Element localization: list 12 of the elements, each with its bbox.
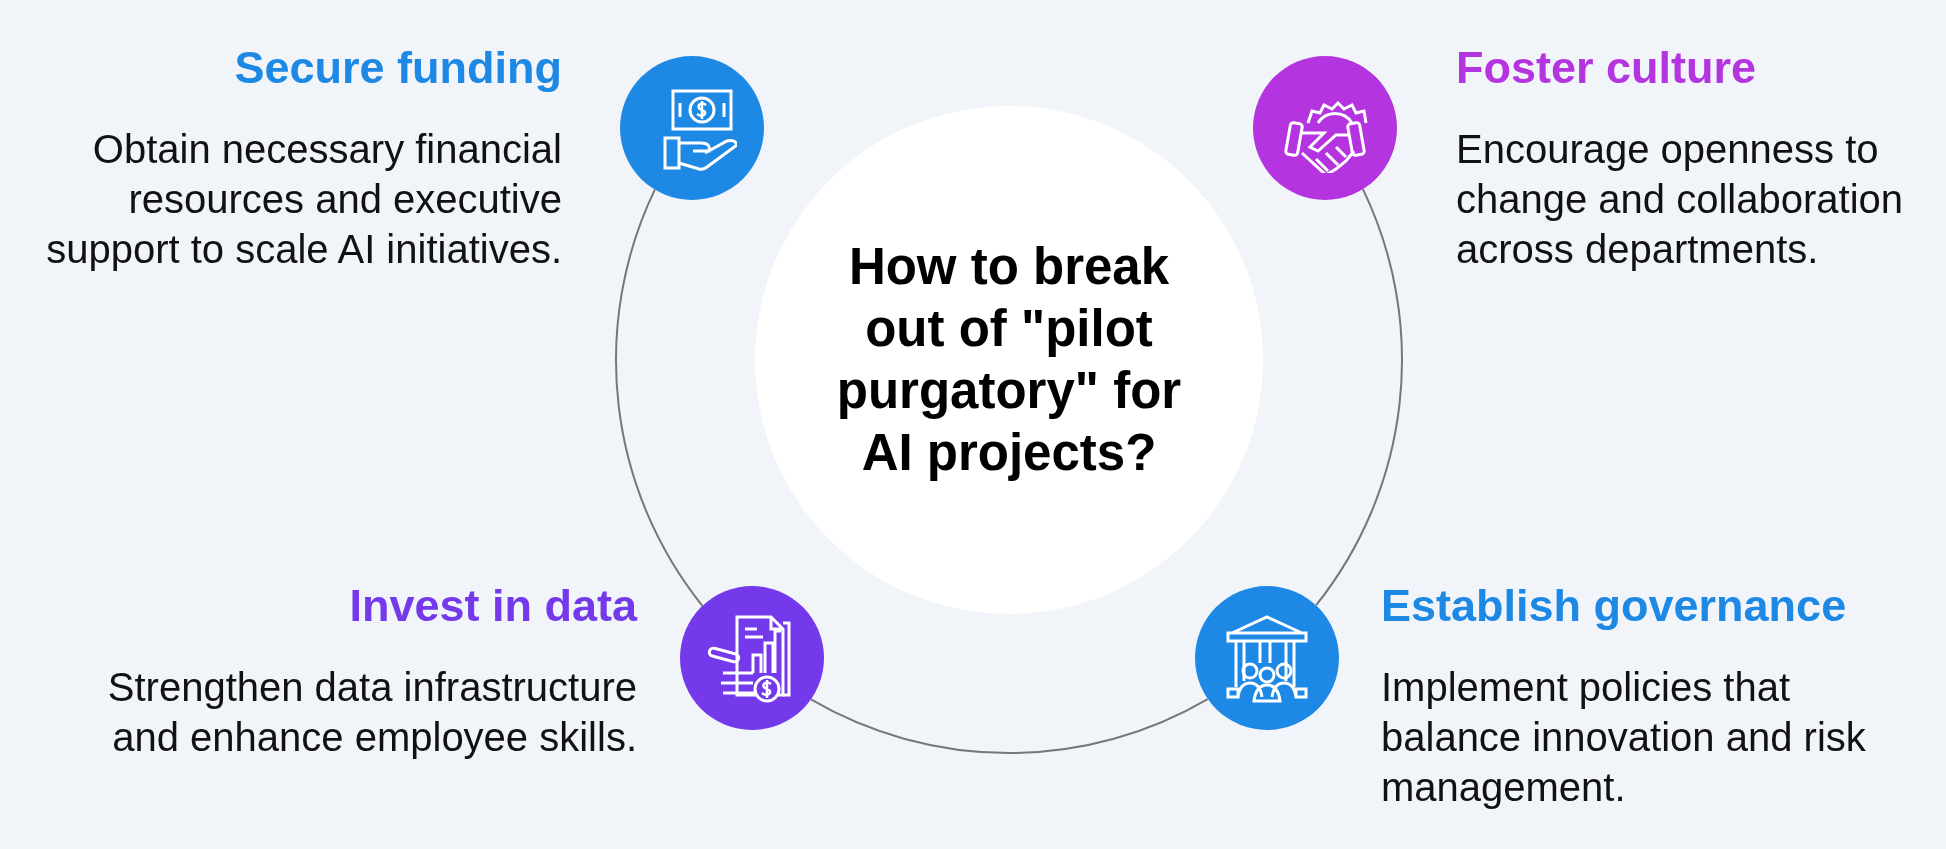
- ring-connector: [615, 188, 704, 607]
- step-heading: Invest in data: [349, 581, 637, 631]
- step-description: Implement policies that balance innovation and risk management.: [1381, 664, 1867, 811]
- ring-connector: [1315, 188, 1403, 607]
- step-description: Strengthen data infrastructure and enhance employee skills.: [106, 664, 637, 761]
- step-description: Encourage openness to change and collaboration across departments.: [1456, 126, 1904, 273]
- step-heading: Foster culture: [1456, 43, 1757, 93]
- ring-connector: [809, 698, 1209, 754]
- central-question: How to break out of "pilot purgatory" for AI projects?: [835, 237, 1183, 483]
- step-description: Obtain necessary financial resources and executive support to scale AI initiatives.: [45, 126, 562, 273]
- step-heading: Establish governance: [1381, 581, 1847, 631]
- step-heading: Secure funding: [234, 43, 562, 93]
